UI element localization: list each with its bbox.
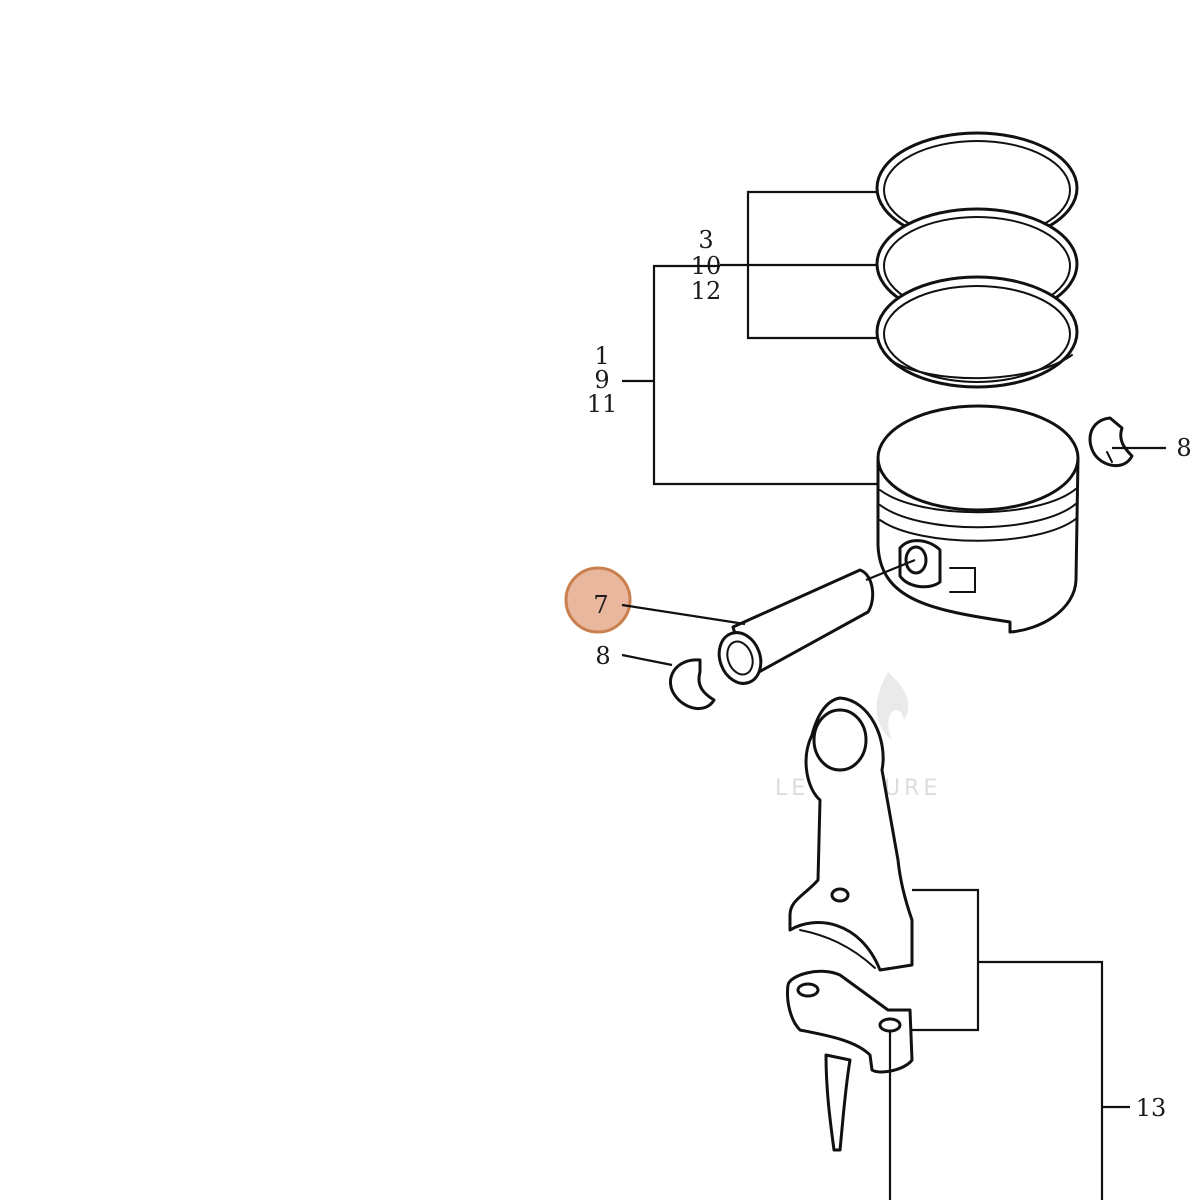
svg-text:12: 12 [691,277,722,305]
svg-text:1: 1 [594,342,609,370]
svg-text:7: 7 [593,591,608,619]
connecting-rod[interactable] [786,696,914,1152]
callout-piston[interactable]: 1 9 11 [587,342,618,418]
callout-piston-pin[interactable]: 7 [564,566,632,634]
leader-circlip-left [621,653,673,667]
piston-bracket-lines [622,264,878,486]
svg-text:3: 3 [698,226,713,254]
leader-piston-pin [621,603,746,626]
leader-pin-to-piston [865,558,916,582]
piston[interactable] [876,404,1080,634]
ring-bracket-lines [720,190,878,340]
rod-bracket-lines [888,888,1130,1200]
callout-connecting-rod[interactable]: 13 [1136,1094,1167,1122]
piston-rings[interactable] [875,131,1079,389]
circlip-left[interactable] [668,658,716,710]
svg-text:11: 11 [587,390,618,418]
highlight-circle [564,566,632,634]
svg-text:9: 9 [594,366,609,394]
callout-circlip-left[interactable]: 8 [595,642,610,670]
piston-pin[interactable] [712,568,875,689]
callout-circlip-right[interactable]: 8 [1176,434,1191,462]
circlip-right[interactable] [1088,416,1134,468]
